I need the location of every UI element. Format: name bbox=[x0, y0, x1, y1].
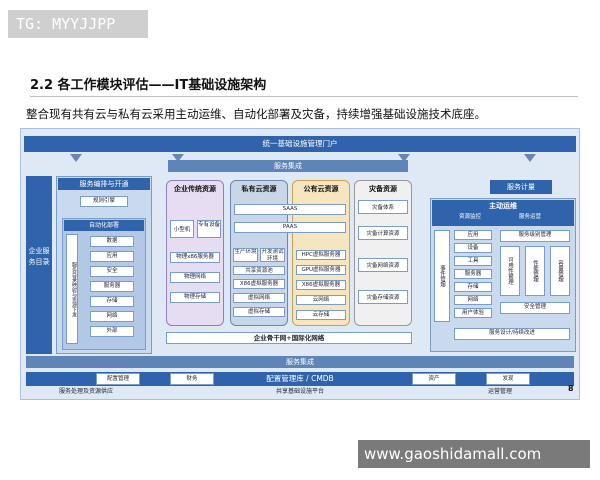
orchestration-title: 服务编排与开通 bbox=[58, 178, 150, 190]
paas-layer-overlay: PAAS bbox=[234, 222, 346, 233]
watermark-top-left: TG: MYYJJPP bbox=[8, 10, 148, 38]
ops-item-tools: 工具 bbox=[454, 256, 492, 266]
dr-system: 灾备体系 bbox=[358, 200, 408, 214]
priv-virtual-network: 虚拟网络 bbox=[233, 293, 285, 303]
automation-title: 自动化部署 bbox=[64, 220, 144, 231]
down-arrow-icon bbox=[398, 154, 410, 162]
performance-mgmt: 性能管理 bbox=[525, 246, 545, 296]
cmdb-tag-finance: 财务 bbox=[170, 373, 214, 385]
footer-operations: 运营管理 bbox=[487, 388, 512, 395]
catalog-label: 企业服务目录 bbox=[28, 247, 50, 266]
saas-layer-overlay: SAAS bbox=[234, 204, 346, 215]
trad-minicomputer: 小型机 bbox=[170, 220, 194, 238]
ops-item-server: 服务器 bbox=[454, 269, 492, 279]
trad-physical-x86: 物理x86服务器 bbox=[170, 252, 220, 263]
rules-engine: 规则引擎 bbox=[80, 196, 128, 207]
down-arrow-icon bbox=[70, 154, 82, 162]
cmdb-tag-assets: 资产 bbox=[412, 373, 456, 385]
down-arrow-icon bbox=[172, 154, 184, 162]
priv-x86-virtual: X86虚拟服务器 bbox=[233, 279, 285, 289]
availability-mgmt: 可用性管理 bbox=[500, 246, 520, 296]
ops-item-storage: 存储 bbox=[454, 282, 492, 292]
auto-item-data: 数据 bbox=[90, 236, 134, 247]
auto-item-network: 网络 bbox=[90, 311, 134, 322]
auto-item-server: 服务器 bbox=[90, 281, 134, 292]
pub-gpu: GPU虚拟服务器 bbox=[296, 265, 346, 275]
service-metering: 服务计量 bbox=[490, 180, 552, 194]
watermark-bottom-right: www.gaoshidamall.com bbox=[358, 440, 590, 468]
public-title: 公有云资源 bbox=[303, 185, 339, 193]
security-mgmt: 安全管理 bbox=[500, 302, 570, 314]
down-arrow-icon bbox=[524, 154, 536, 162]
dr-network: 灾备网络资源 bbox=[358, 258, 408, 272]
service-integration-top: 服务集成 bbox=[168, 160, 408, 172]
pub-cloud-network: 云网络 bbox=[296, 295, 346, 305]
active-ops-title: 主动运维 bbox=[489, 202, 517, 210]
cmdb-tag-config: 配置管理 bbox=[96, 373, 140, 385]
footer-provisioning: 服务处理及资源供应 bbox=[58, 388, 113, 395]
heading-divider bbox=[30, 96, 578, 97]
ops-item-ux: 用户体验 bbox=[454, 308, 492, 318]
catalog-mapping-label: 服务目录映射与资源下发 bbox=[66, 234, 78, 344]
private-title: 私有云资源 bbox=[241, 185, 277, 193]
page-number: 8 bbox=[568, 384, 574, 393]
portal-bar: 统一基础设施管理门户 bbox=[24, 136, 576, 152]
auto-item-app: 应用 bbox=[90, 251, 134, 262]
ops-item-network: 网络 bbox=[454, 295, 492, 305]
dr-title: 灾备资源 bbox=[369, 185, 397, 193]
priv-production: 生产环境 bbox=[233, 248, 258, 262]
service-operations: 服务运营 bbox=[518, 214, 541, 220]
dr-storage: 灾备存储资源 bbox=[358, 290, 408, 304]
trad-physical-storage: 物理存储 bbox=[170, 292, 220, 303]
trad-physical-network: 物理网络 bbox=[170, 272, 220, 283]
intro-text: 整合现有共有云与私有云采用主动运维、自动化部署及灾备，持续增强基础设施技术底座。 bbox=[26, 107, 486, 121]
trad-dedicated: 专有设备 bbox=[197, 220, 221, 238]
priv-devtest: 开发测试环境 bbox=[260, 248, 285, 262]
pub-x86: X86虚拟服务器 bbox=[296, 280, 346, 290]
capacity-mgmt: 容量管理 bbox=[550, 246, 570, 296]
cmdb-tag-discovery: 发现 bbox=[486, 373, 530, 385]
priv-virtual-storage: 虚拟存储 bbox=[233, 307, 285, 317]
architecture-diagram: 统一基础设施管理门户 服务集成 企业服务目录 服务编排与开通 规则引擎 自动化部… bbox=[20, 128, 580, 400]
active-ops-header bbox=[432, 200, 574, 226]
enterprise-service-catalog: 企业服务目录 bbox=[26, 176, 52, 354]
priv-shared-pool: 共享资源池 bbox=[233, 266, 285, 275]
service-level-mgmt: 服务级别管理 bbox=[500, 230, 570, 242]
section-heading: 2.2 各工作模块评估——IT基础设施架构 bbox=[30, 78, 267, 93]
traditional-title: 企业传统资源 bbox=[174, 185, 216, 193]
auto-item-storage: 存储 bbox=[90, 296, 134, 307]
service-integration-bottom: 服务集成 bbox=[26, 356, 574, 368]
auto-item-external: 外部 bbox=[90, 326, 134, 337]
dr-compute: 灾备计算资源 bbox=[358, 226, 408, 240]
event-management: 事件管理 bbox=[434, 230, 450, 322]
footer-shared-platform: 共享基础设施平台 bbox=[275, 388, 324, 395]
ops-item-app: 应用 bbox=[454, 230, 492, 240]
ops-item-device: 设备 bbox=[454, 243, 492, 253]
backbone-network: 企业骨干网+国际化网络 bbox=[166, 332, 412, 344]
pub-hpc: HPC虚拟服务器 bbox=[296, 250, 346, 260]
resource-monitoring: 资源监控 bbox=[458, 214, 481, 220]
pub-cloud-storage: 云存储 bbox=[296, 310, 346, 320]
service-design: 服务设计/持续改进 bbox=[454, 328, 570, 340]
auto-item-security: 安全 bbox=[90, 266, 134, 277]
